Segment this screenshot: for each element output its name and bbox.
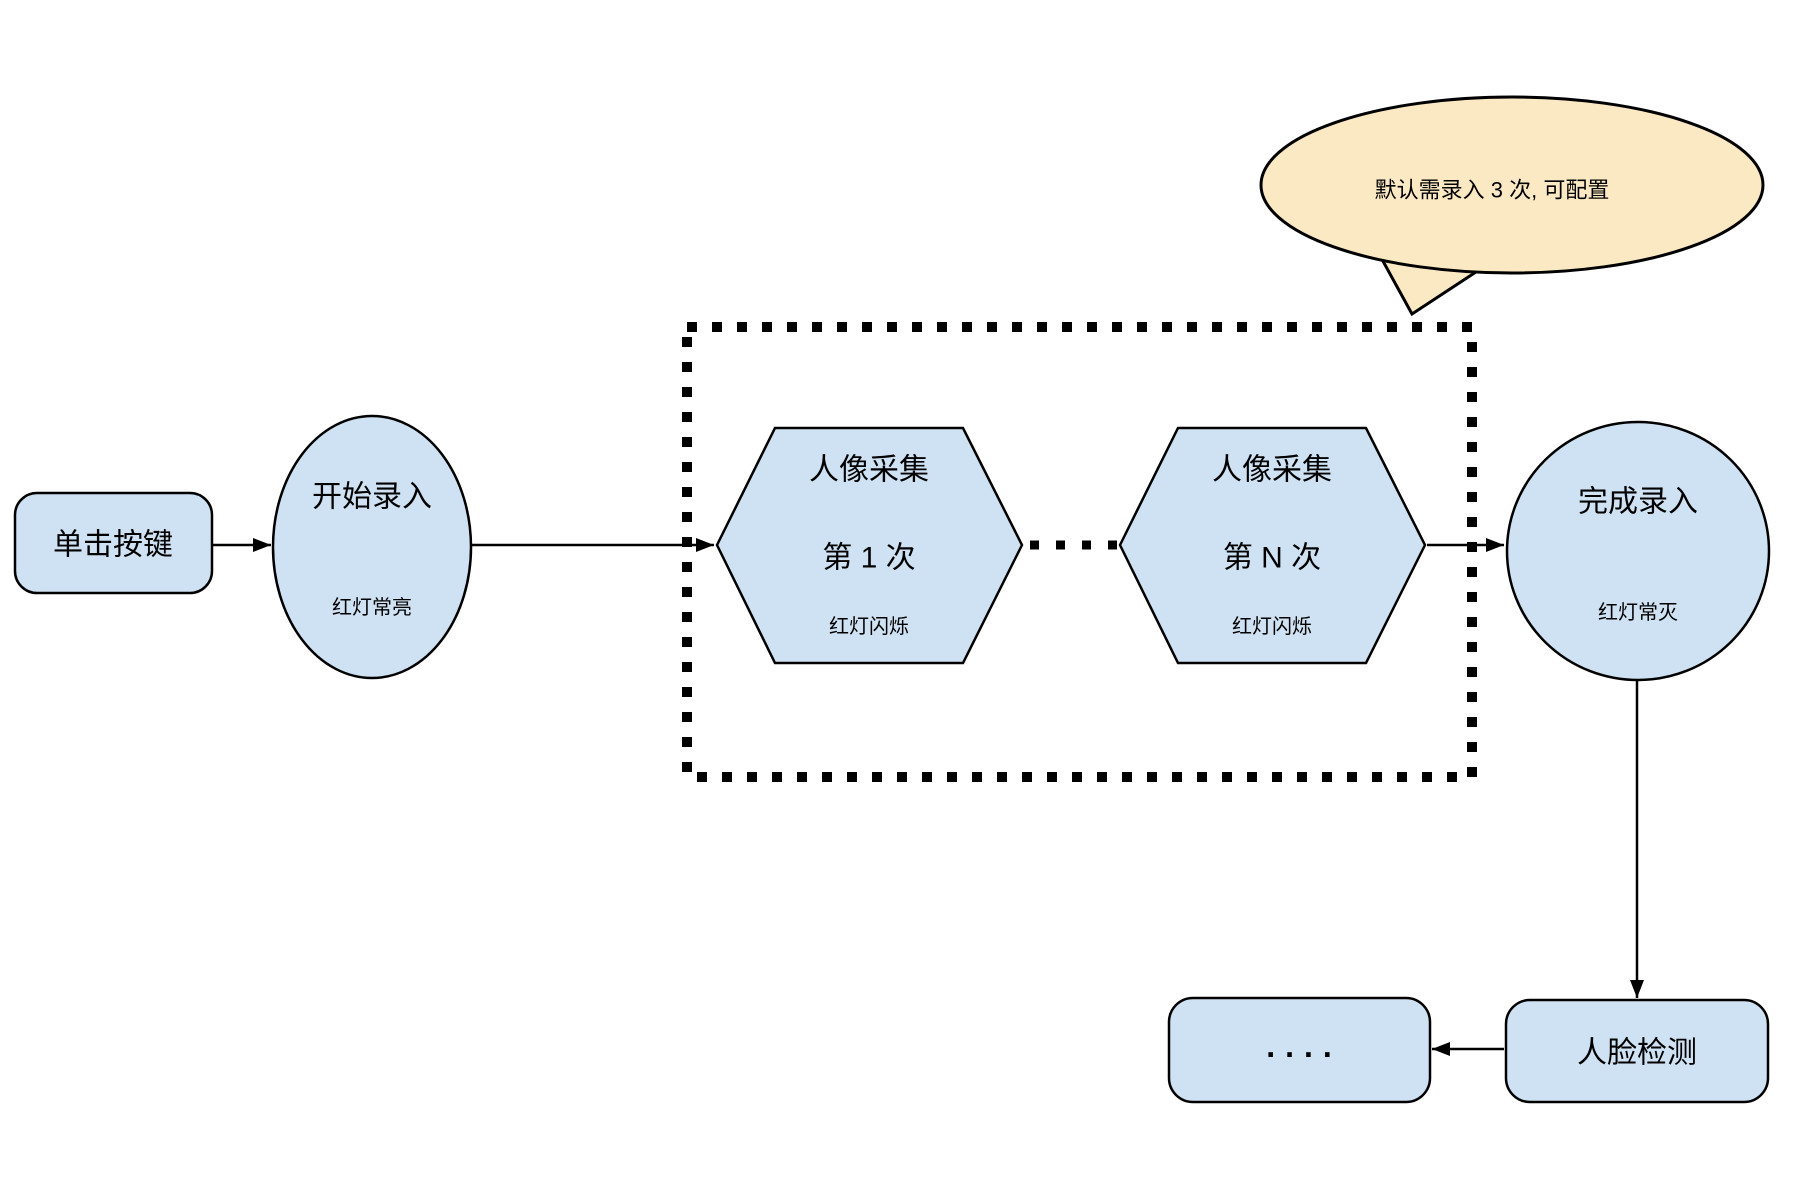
- more-steps-rect: [1167, 996, 1432, 1104]
- start-entry-ellipse: [271, 414, 473, 680]
- node-capture-1: 人像采集 第 1 次 红灯闪烁: [715, 426, 1024, 665]
- capture-1-hexagon: [715, 426, 1024, 665]
- more-steps-label: ....: [1266, 1028, 1342, 1064]
- capture-1-title: 人像采集: [809, 454, 929, 487]
- finish-entry-label: 完成录入: [1578, 486, 1698, 519]
- capture-loop-dotted-border: [682, 322, 1477, 782]
- click-button-label: 单击按键: [53, 529, 173, 562]
- capture-n-hexagon: [1118, 426, 1427, 665]
- capture-n-title: 人像采集: [1212, 454, 1332, 487]
- node-face-detection: 人脸检测: [1504, 998, 1770, 1104]
- callout-bubble: 默认需录入 3 次, 可配置: [1259, 95, 1765, 317]
- face-detection-label: 人脸检测: [1577, 1037, 1697, 1070]
- node-capture-n: 人像采集 第 N 次 红灯闪烁: [1118, 426, 1427, 665]
- capture-1-count: 第 1 次: [822, 542, 915, 575]
- finish-entry-ellipse: [1505, 420, 1771, 682]
- node-finish-entry: 完成录入 红灯常灭: [1505, 420, 1771, 682]
- face-detection-rect: [1504, 998, 1770, 1104]
- capture-n-status: 红灯闪烁: [1232, 615, 1312, 638]
- callout-ellipse: [1259, 95, 1765, 275]
- start-entry-status: 红灯常亮: [332, 596, 412, 619]
- node-start-entry: 开始录入 红灯常亮: [271, 414, 473, 680]
- capture-1-status: 红灯闪烁: [829, 615, 909, 638]
- click-button-rect: [13, 491, 214, 595]
- node-more-steps: ....: [1167, 996, 1432, 1104]
- capture-n-count: 第 N 次: [1223, 542, 1321, 575]
- finish-entry-status: 红灯常灭: [1598, 601, 1678, 624]
- node-click-button: 单击按键: [13, 491, 214, 595]
- callout-text: 默认需录入 3 次, 可配置: [1375, 178, 1610, 203]
- start-entry-label: 开始录入: [312, 481, 432, 514]
